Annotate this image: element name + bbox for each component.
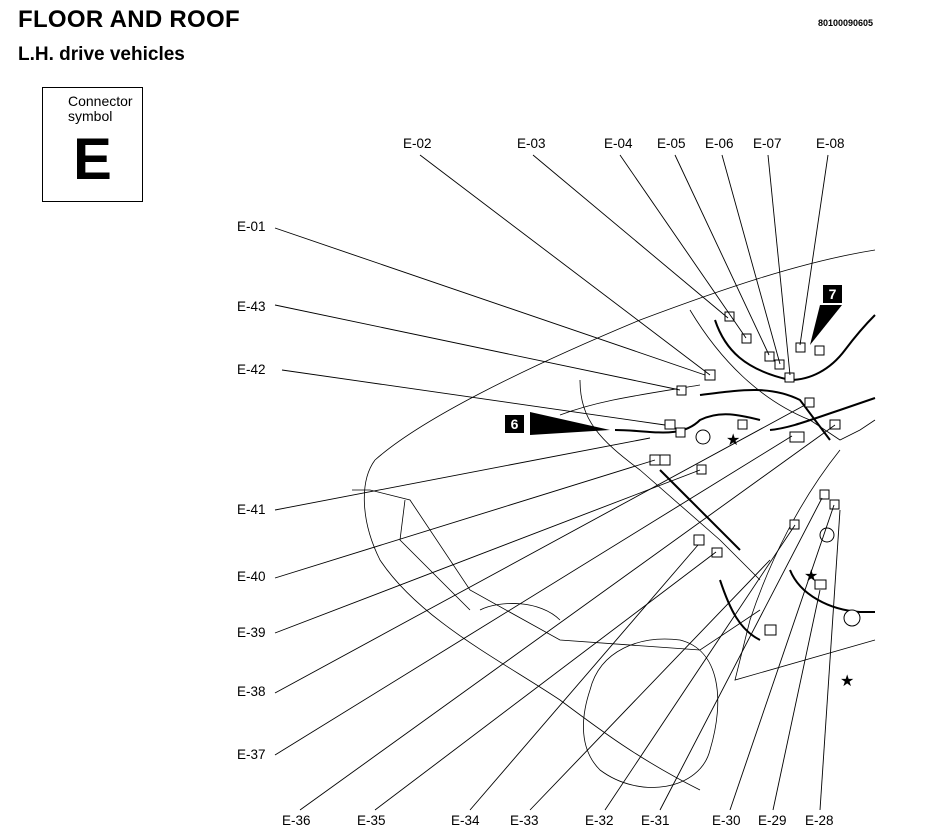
label-e-30: E-30: [712, 813, 741, 828]
label-e-39: E-39: [237, 625, 266, 640]
label-e-42: E-42: [237, 362, 266, 377]
label-e-01: E-01: [237, 219, 266, 234]
connector-symbol-label: Connector symbol: [68, 93, 133, 124]
leader-lines: [274, 154, 841, 811]
label-e-36: E-36: [282, 813, 311, 828]
label-e-04: E-04: [604, 136, 633, 151]
label-e-32: E-32: [585, 813, 614, 828]
label-e-43: E-43: [237, 299, 266, 314]
label-e-41: E-41: [237, 502, 266, 517]
connectors: [649, 311, 861, 636]
label-e-37: E-37: [237, 747, 266, 762]
label-e-31: E-31: [641, 813, 670, 828]
svg-text:★: ★: [726, 432, 740, 449]
label-e-02: E-02: [403, 136, 432, 151]
label-e-07: E-07: [753, 136, 782, 151]
marker-7: 7: [823, 285, 842, 303]
page-subtitle: L.H. drive vehicles: [18, 44, 185, 65]
connector-symbol-letter: E: [73, 127, 112, 192]
connector-symbol-box: Connector symbol E: [42, 87, 143, 202]
svg-text:★: ★: [804, 568, 818, 585]
label-e-34: E-34: [451, 813, 480, 828]
label-e-35: E-35: [357, 813, 386, 828]
label-e-03: E-03: [517, 136, 546, 151]
label-e-05: E-05: [657, 136, 686, 151]
marker-7-pointer: [810, 305, 842, 345]
wire-harness: [614, 314, 876, 641]
page-title: FLOOR AND ROOF: [18, 6, 240, 33]
label-e-40: E-40: [237, 569, 266, 584]
label-e-28: E-28: [805, 813, 834, 828]
marker-6: 6: [505, 415, 524, 433]
label-e-33: E-33: [510, 813, 539, 828]
svg-text:★: ★: [840, 673, 854, 690]
label-e-06: E-06: [705, 136, 734, 151]
marker-6-pointer: [530, 412, 610, 435]
ground-star-icons: ★ ★ ★: [726, 432, 854, 690]
label-e-08: E-08: [816, 136, 845, 151]
document-code: 80100090605: [818, 18, 874, 28]
label-e-38: E-38: [237, 684, 266, 699]
vehicle-outline: [352, 249, 876, 791]
label-e-29: E-29: [758, 813, 787, 828]
